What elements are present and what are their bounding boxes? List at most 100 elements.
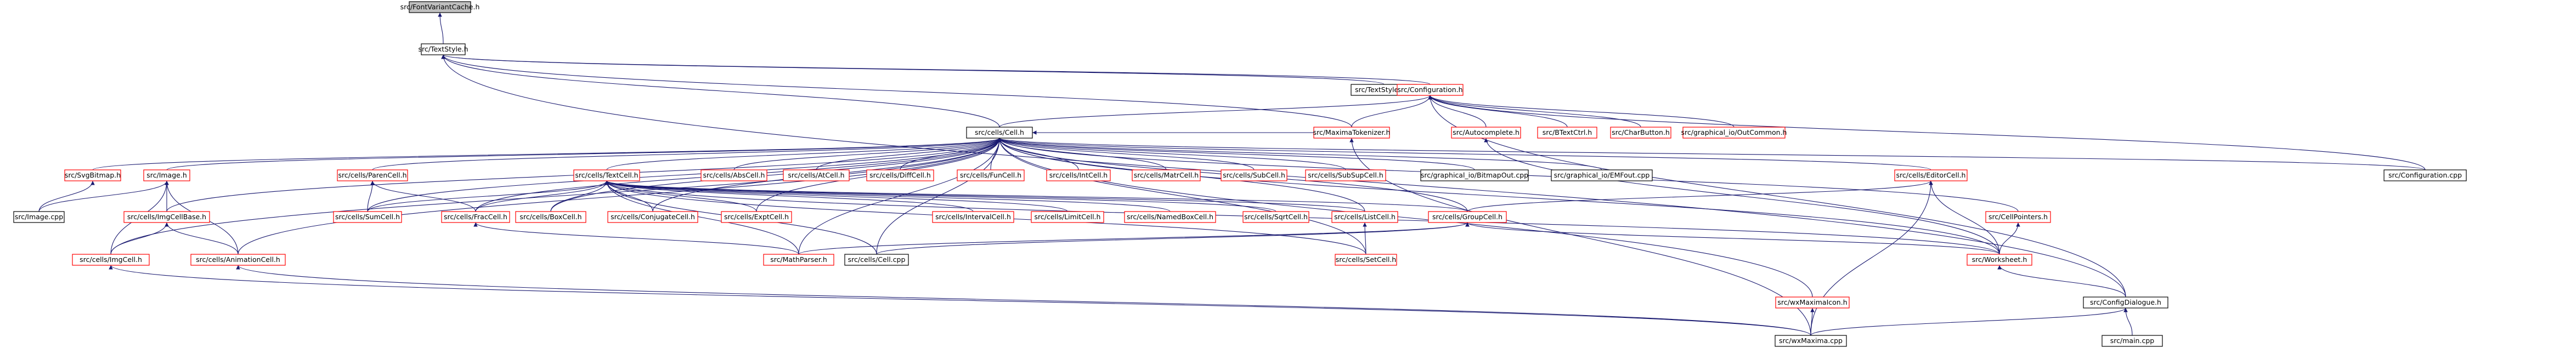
graph-node-wxm[interactable]: src/wxMaxima.cpp [1775, 335, 1847, 347]
edge-sumc-to-cell [367, 138, 1002, 212]
graph-node-grc[interactable]: src/cells/GroupCell.h [1428, 211, 1507, 223]
node-box [932, 211, 1014, 223]
node-label: src/MaximaTokenizer.h [1313, 128, 1391, 136]
graph-node-autoc[interactable]: src/Autocomplete.h [1451, 127, 1521, 139]
edge-absc-to-cell [733, 138, 1002, 170]
edge-img-to-cell [166, 138, 1002, 170]
edge-conf-to-ts [441, 54, 1431, 85]
graph-node-atc[interactable]: src/cells/AtCell.h [783, 169, 850, 181]
node-label: src/wxMaxima.cpp [1779, 336, 1843, 345]
edge-bmo-to-cell [997, 138, 1475, 170]
node-box [2102, 335, 2163, 347]
graph-node-lmc[interactable]: src/cells/LimitCell.h [1031, 211, 1104, 223]
edge-confcpp-to-conf [1428, 95, 2426, 170]
graph-node-nbc[interactable]: src/cells/NamedBoxCell.h [1124, 211, 1216, 223]
edge-mparse-to-cell [798, 138, 1002, 255]
graph-node-matc[interactable]: src/cells/MatrCell.h [1132, 169, 1201, 181]
edge-cell-to-conf [999, 95, 1432, 128]
graph-node-svg[interactable]: src/SvgBitmap.h [64, 169, 121, 181]
edge-cfgd-to-wks [1997, 265, 2126, 298]
graph-node-bmo[interactable]: src/graphical_io/BitmapOut.cpp [1420, 169, 1529, 181]
graph-node-subc[interactable]: src/cells/SubCell.h [1221, 169, 1287, 181]
graph-node-boxc[interactable]: src/cells/BoxCell.h [515, 211, 586, 223]
graph-node-difc[interactable]: src/cells/DiffCell.h [866, 169, 934, 181]
graph-node-sqc[interactable]: src/cells/SqrtCell.h [1242, 211, 1309, 223]
node-label: src/CharButton.h [1612, 128, 1670, 136]
node-label: src/cells/Cell.cpp [848, 255, 906, 264]
edge-atc-to-cell [816, 138, 1002, 170]
node-label: src/MathParser.h [770, 255, 827, 264]
edge-chb-to-conf [1428, 95, 1641, 128]
graph-node-sumc[interactable]: src/cells/SumCell.h [333, 211, 402, 223]
edge-mparse-to-frc [473, 222, 799, 255]
edge-confcpp-to-cell [997, 138, 2426, 170]
graph-node-anic[interactable]: src/cells/AnimationCell.h [190, 254, 286, 266]
node-label: src/cells/ExptCell.h [724, 213, 789, 221]
edge-wxm-to-anic [236, 265, 1811, 336]
edge-wxm-to-mtok [1349, 138, 1811, 336]
edge-cfgd-to-conf [1428, 95, 2126, 298]
graph-node-cfgd[interactable]: src/ConfigDialogue.h [2083, 296, 2168, 309]
graph-node-fvc[interactable]: src/FontVariantCache.h [400, 1, 480, 13]
node-label: src/Autocomplete.h [1453, 128, 1519, 136]
node-label: src/cells/Cell.h [975, 128, 1024, 136]
graph-node-goc[interactable]: src/graphical_io/OutCommon.h [1681, 127, 1787, 139]
graph-node-main[interactable]: src/main.cpp [2102, 335, 2163, 347]
node-label: src/cells/GroupCell.h [1432, 213, 1502, 221]
graph-node-emo[interactable]: src/graphical_io/EMFout.cpp [1551, 169, 1653, 181]
graph-node-edc[interactable]: src/cells/EditorCell.h [1894, 169, 1968, 181]
edge-wxm-to-wxmc [1810, 307, 1815, 336]
node-box [1551, 169, 1653, 181]
graph-node-exc[interactable]: src/cells/ExptCell.h [721, 211, 792, 223]
graph-node-intc[interactable]: src/cells/IntCell.h [1046, 169, 1111, 181]
graph-node-btc[interactable]: src/BTextCtrl.h [1537, 127, 1597, 139]
node-label: src/cells/SumCell.h [335, 213, 400, 221]
edge-setc-to-cell [997, 138, 1366, 255]
node-box [1335, 254, 1397, 266]
graph-node-cell[interactable]: src/cells/Cell.h [966, 127, 1033, 139]
edge-btc-to-conf [1428, 95, 1568, 128]
graph-node-pc[interactable]: src/cells/ParenCell.h [337, 169, 408, 181]
edge-tscpp-to-ts [441, 54, 1385, 85]
graph-node-chb[interactable]: src/CharButton.h [1610, 127, 1671, 139]
node-label: src/Configuration.cpp [2388, 171, 2462, 179]
edge-wxm-to-cfgd [1810, 307, 2128, 336]
graph-node-cjc[interactable]: src/cells/ConjugateCell.h [607, 211, 698, 223]
graph-node-wxmc[interactable]: src/wxMaximaIcon.h [1775, 296, 1850, 309]
node-label: src/Image.cpp [15, 213, 63, 221]
graph-node-cellcpp[interactable]: src/cells/Cell.cpp [844, 254, 909, 266]
edge-sumc-to-tc [367, 180, 609, 212]
node-label: src/cells/SqrtCell.h [1244, 213, 1308, 221]
node-box [1682, 127, 1786, 139]
node-box [337, 169, 408, 181]
graph-node-lsc[interactable]: src/cells/ListCell.h [1331, 211, 1398, 223]
node-label: src/Image.h [146, 171, 187, 179]
edge-mtok-to-ts [441, 54, 1352, 128]
graph-node-setc[interactable]: src/cells/SetCell.h [1335, 254, 1397, 266]
graph-nodes: src/FontVariantCache.h src/TextStyle.h src… [13, 1, 2467, 347]
graph-node-imgc[interactable]: src/cells/ImgCell.h [72, 254, 150, 266]
graph-node-absc[interactable]: src/cells/AbsCell.h [701, 169, 767, 181]
graph-node-confcpp[interactable]: src/Configuration.cpp [2383, 169, 2467, 181]
graph-node-img[interactable]: src/Image.h [143, 169, 190, 181]
graph-node-icb[interactable]: src/cells/ImgCellBase.h [123, 211, 210, 223]
edge-wxm-to-edc [1810, 180, 1933, 336]
edge-ivc-to-tc [605, 180, 974, 212]
graph-node-wks[interactable]: src/Worksheet.h [1967, 254, 2032, 266]
graph-node-frc[interactable]: src/cells/FracCell.h [441, 211, 510, 223]
graph-node-ivc[interactable]: src/cells/IntervalCell.h [932, 211, 1014, 223]
graph-node-mtok[interactable]: src/MaximaTokenizer.h [1313, 127, 1391, 139]
graph-node-conf[interactable]: src/Configuration.h [1397, 84, 1464, 96]
graph-node-imgcpp[interactable]: src/Image.cpp [13, 211, 65, 223]
graph-node-cptr[interactable]: src/CellPointers.h [1985, 211, 2051, 223]
edge-boxc-to-cell [550, 138, 1002, 212]
graph-node-func[interactable]: src/cells/FunCell.h [957, 169, 1025, 181]
node-label: src/FontVariantCache.h [400, 3, 480, 11]
node-box [701, 169, 767, 181]
graph-node-ts[interactable]: src/TextStyle.h [418, 43, 468, 55]
graph-node-mparse[interactable]: src/MathParser.h [763, 254, 834, 266]
graph-node-ssc[interactable]: src/cells/SubSupCell.h [1305, 169, 1386, 181]
node-box [1894, 169, 1968, 181]
node-box [763, 254, 834, 266]
graph-node-tc[interactable]: src/cells/TextCell.h [573, 169, 640, 181]
